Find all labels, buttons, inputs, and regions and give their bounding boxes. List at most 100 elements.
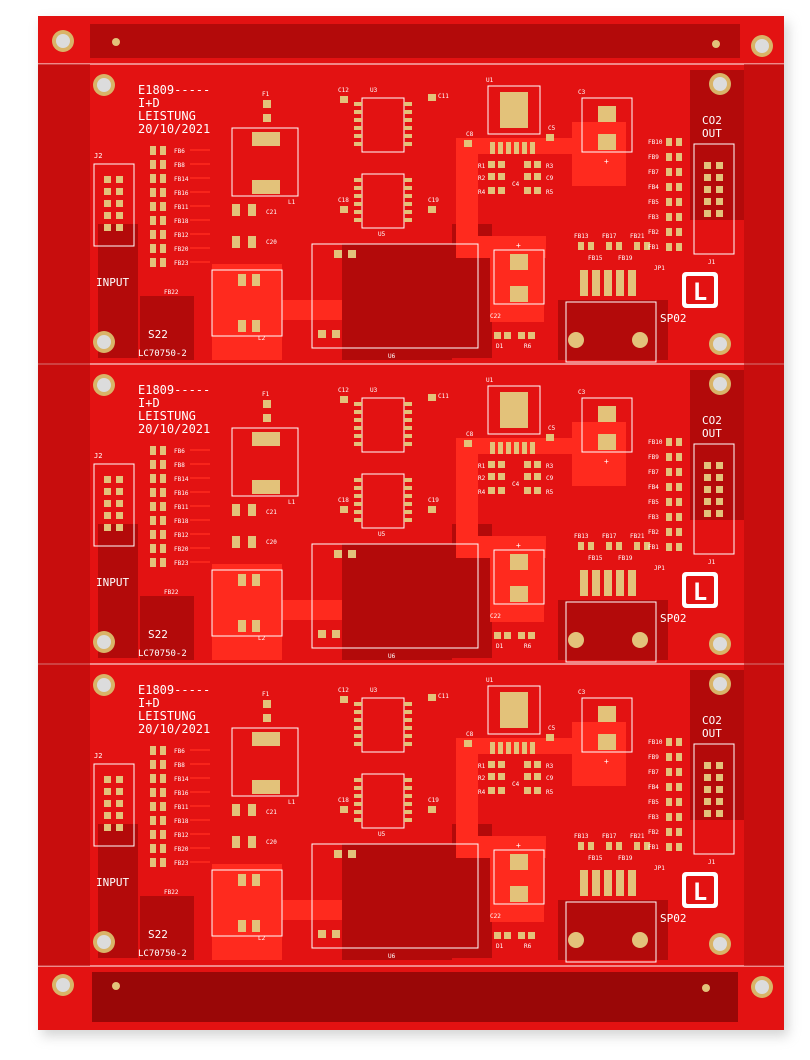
pour-left-bottom [140,296,194,360]
l1-outline [231,427,299,497]
top-rail-copper [90,24,740,58]
fb-pad [606,842,612,850]
fb-label-right: FB7 [648,169,659,176]
mount-hole-tl [97,378,111,392]
fb-pad [588,842,594,850]
r-pad [498,487,505,494]
fb-label-left-bottom: FB22 [164,889,179,896]
r-pad [488,161,495,168]
fb-pad [160,516,166,525]
ref-r6: R6 [524,643,532,650]
r-pad [524,461,531,468]
u3-pin [354,142,362,146]
ref-r-left: R4 [478,189,486,196]
r6-pad [518,632,525,639]
ref-c21: C21 [266,509,277,516]
ref-u5: U5 [378,231,386,238]
j1-pin [704,174,711,181]
ref-f1: F1 [262,391,270,398]
r-pad [488,173,495,180]
c8-pad [464,140,472,147]
u5-outline [361,473,405,529]
c3-plus: + [604,157,609,166]
ref-c18: C18 [338,497,349,504]
jp-hole-right [632,932,648,948]
jp-area-outline [565,601,657,663]
fb-label-right: FB10 [648,439,663,446]
right-rail [744,64,784,966]
u3-pin [404,434,412,438]
ref-u1: U1 [486,377,494,384]
fb-pad [676,498,682,506]
f1-pad [263,714,271,722]
c5-pad [546,734,554,741]
output-label-2: OUT [702,727,722,740]
ref-r-left: R2 [478,175,486,182]
u1-pin [506,742,511,754]
j1-pin [704,486,711,493]
module-line3: LEISTUNG [138,109,196,123]
j2-pin [104,788,111,795]
u3-outline [361,397,405,453]
u6-outline [311,543,479,649]
mount-hole-bl [97,935,111,949]
j1-outline [693,443,735,555]
u6-pad [318,330,326,338]
fb-pad [676,768,682,776]
c22-pad-bottom [510,886,528,902]
c18-pad [340,506,348,513]
u3-pin [404,426,412,430]
r-pad [534,487,541,494]
fb-pad [676,828,682,836]
u3-pin [354,718,362,722]
j2-pin [104,212,111,219]
ref-u6: U6 [388,953,396,960]
ref-c22: C22 [490,313,501,320]
jp1-pad [604,270,612,296]
fb-pad [150,544,156,553]
u1-pin [490,742,495,754]
u6-pad [332,930,340,938]
d1-pad [504,332,511,339]
ref-r-right: C9 [546,475,554,482]
ref-c4: C4 [512,181,520,188]
ref-r-left: R2 [478,475,486,482]
r-pad [524,773,531,780]
mount-hole-bl [97,335,111,349]
fb-label-top: FB17 [602,833,617,840]
fb-pad [150,244,156,253]
fb-label-left: FB16 [174,190,189,197]
j1-pin [704,162,711,169]
fb-pad [150,502,156,511]
fb-label-left: FB6 [174,748,185,755]
ref-c22: C22 [490,913,501,920]
ref-l2: L2 [258,635,266,642]
ref-r-left: R4 [478,489,486,496]
fb-pad [676,798,682,806]
j2-pin [104,176,111,183]
d1-pad [504,632,511,639]
copper-c3-area [572,122,626,186]
u6-pad [318,930,326,938]
fb-label-bottom: FB15 [588,555,603,562]
ref-u3: U3 [370,687,378,694]
r-pad [534,773,541,780]
ref-c3: C3 [578,389,586,396]
l1-outline [231,127,299,197]
fb-pad [160,830,166,839]
jp-area-outline [565,901,657,963]
fb-pad [160,858,166,867]
u1-pin [530,442,535,454]
fb-pad [150,530,156,539]
j1-pin [716,162,723,169]
fb-pad [588,242,594,250]
c3-pad-bottom [598,434,616,450]
l1-pad-bottom [252,480,280,494]
fb-label-right: FB2 [648,829,659,836]
ref-u5: U5 [378,831,386,838]
u5-pin [404,502,412,506]
ref-c20: C20 [266,839,277,846]
j1-pin [716,186,723,193]
fb-label-left: FB23 [174,260,189,267]
ref-d1: D1 [496,343,504,350]
